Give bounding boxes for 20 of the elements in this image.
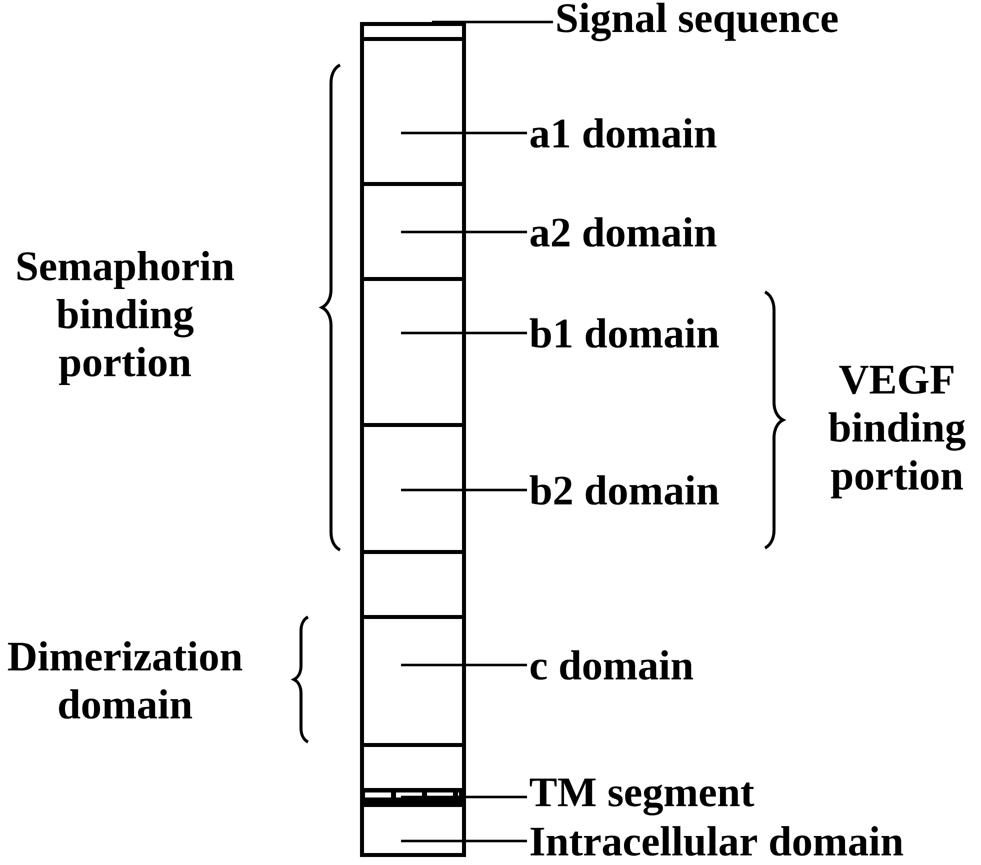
domain-label: b1 domain bbox=[530, 318, 719, 348]
domain-label: a2 domain bbox=[530, 217, 716, 247]
bracket-label: Semaphorin binding portion bbox=[18, 250, 234, 386]
leader-line bbox=[432, 20, 553, 24]
domain-label: c domain bbox=[530, 650, 694, 680]
leader-line bbox=[401, 132, 527, 134]
bracket-label: Dimerization domain bbox=[8, 641, 242, 719]
domain-label: Signal sequence bbox=[557, 2, 838, 42]
domain-segment bbox=[360, 803, 466, 858]
domain-label: Intracellular domain bbox=[530, 826, 904, 856]
leader-line bbox=[401, 664, 527, 666]
domain-label: a1 domain bbox=[530, 118, 716, 148]
domain-label: TM segment bbox=[530, 778, 754, 816]
leader-line bbox=[401, 332, 527, 334]
leader-line bbox=[401, 488, 527, 492]
leader-line bbox=[401, 230, 527, 234]
domain-label: b2 domain bbox=[530, 475, 719, 505]
bracket-label: VEGF binding portion bbox=[828, 366, 966, 498]
leader-line bbox=[401, 796, 527, 798]
leader-line bbox=[401, 840, 527, 842]
